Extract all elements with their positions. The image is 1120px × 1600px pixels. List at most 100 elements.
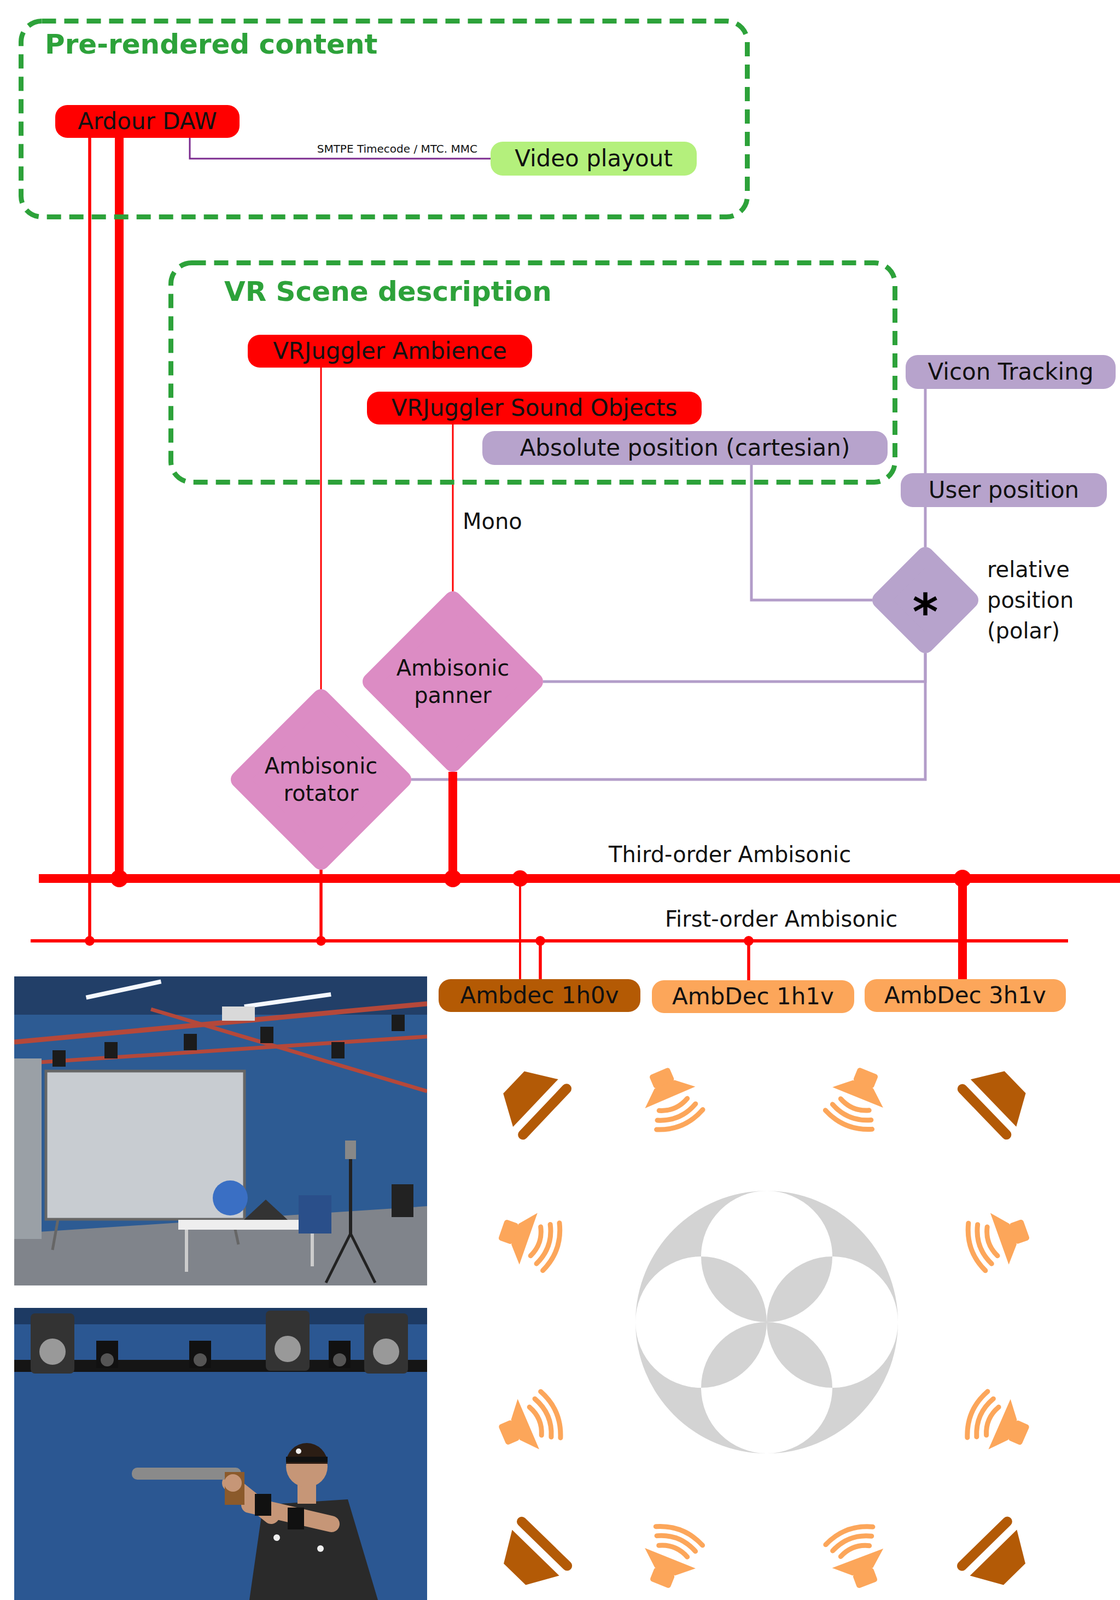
position-box: User position — [900, 473, 1107, 507]
box-label: VRJuggler Sound Objects — [391, 394, 678, 422]
table-leg — [310, 1229, 314, 1267]
junction-dot — [743, 935, 754, 946]
tripod — [350, 1233, 376, 1283]
signal-line — [119, 137, 963, 979]
ball-chair — [212, 1180, 248, 1216]
bus-label: Third-order Ambisonic — [608, 841, 851, 868]
speaker-icon — [961, 1520, 1038, 1597]
speaker-icon — [961, 1203, 1036, 1275]
armband — [287, 1507, 305, 1530]
tracking-camera — [96, 1340, 119, 1368]
bus-label: First-order Ambisonic — [665, 905, 898, 932]
process-diamond: Ambisonic rotator — [230, 689, 412, 870]
decoder-box: AmbDec 3h1v — [864, 978, 1066, 1012]
junction-dot — [84, 935, 95, 946]
tracking-camera — [328, 1340, 351, 1368]
decoder-box: AmbDec 1h1v — [651, 980, 855, 1013]
box-label: AmbDec 3h1v — [884, 981, 1047, 1009]
signal-line — [751, 464, 873, 600]
signal-line — [543, 652, 926, 682]
box-label: Vicon Tracking — [927, 358, 1094, 386]
speaker-icon — [491, 1058, 568, 1136]
box-label: AmbDec 1h1v — [672, 982, 834, 1011]
camera-lens — [100, 1352, 114, 1367]
wall — [14, 976, 428, 1286]
table-leg — [184, 1229, 189, 1272]
ambisonic-pattern — [635, 1190, 898, 1454]
ceiling-speaker — [260, 1026, 274, 1043]
diamond-fill — [881, 555, 970, 645]
ceiling-speaker — [183, 1033, 197, 1050]
lab-photo — [14, 976, 428, 1286]
speaker — [364, 1313, 408, 1374]
side-note: relative position (polar) — [987, 553, 1113, 646]
junction-dot — [444, 869, 462, 888]
tripod — [325, 1233, 351, 1283]
ceiling-speaker — [52, 1050, 66, 1067]
signal-line — [189, 137, 491, 159]
speaker-icon — [491, 1386, 568, 1461]
group-title: Pre-rendered content — [44, 28, 750, 61]
box-label: VRJuggler Ambience — [272, 337, 507, 365]
box-label: User position — [928, 476, 1079, 504]
junction-dot — [535, 935, 546, 946]
speaker-rail — [14, 1003, 428, 1042]
junction-dot — [110, 869, 128, 888]
diamond-fill — [371, 599, 535, 763]
chair — [298, 1194, 332, 1234]
laptop — [243, 1199, 288, 1220]
signal-line — [924, 388, 927, 474]
tracking-box: Vicon Tracking — [905, 354, 1116, 389]
video-box: Video playout — [490, 141, 697, 176]
tracking-marker — [295, 1448, 302, 1454]
diamond-label: Ambisonic panner — [384, 654, 522, 709]
signal-line — [452, 424, 454, 592]
ceiling-speaker — [331, 1041, 345, 1059]
ceiling-light — [243, 992, 332, 1009]
group-box: Pre-rendered contentArdour DAW Video play… — [18, 18, 750, 220]
tracking-marker — [317, 1544, 324, 1552]
screen-leg — [52, 1218, 58, 1250]
camera-lens — [193, 1352, 207, 1367]
user-photo — [14, 1307, 428, 1600]
speaker-icon — [492, 1203, 567, 1275]
equipment-rack — [14, 1058, 42, 1239]
speaker-icon — [634, 1519, 708, 1595]
signal-label: Mono — [462, 508, 523, 534]
wall — [14, 1307, 428, 1600]
diamond-fill — [239, 697, 403, 861]
diamond-label: Ambisonic rotator — [252, 751, 390, 807]
speaker — [265, 1310, 310, 1371]
ceiling-speaker — [391, 1014, 405, 1031]
position-box: Absolute position (cartesian) — [482, 430, 888, 465]
person-hair — [286, 1442, 328, 1464]
signal-line — [452, 771, 963, 979]
floor-speaker — [391, 1183, 414, 1217]
speaker-icon — [633, 1060, 708, 1136]
speaker-cone — [39, 1338, 66, 1365]
source-box: VRJuggler Ambience — [247, 334, 533, 368]
tripod — [348, 1156, 353, 1234]
microphone — [345, 1140, 357, 1159]
diamond-shape — [362, 591, 544, 772]
speaker-icon — [491, 1520, 568, 1597]
speaker-icon — [961, 1058, 1038, 1136]
camera-lens — [333, 1352, 347, 1367]
box-label: Ardour DAW — [77, 107, 217, 136]
signal-line — [924, 506, 927, 547]
headband — [286, 1456, 328, 1462]
gun-grip — [224, 1471, 245, 1505]
speaker-cone — [274, 1335, 301, 1362]
source-box: Ardour DAW — [55, 105, 240, 138]
projector — [222, 1006, 255, 1021]
person-hand — [224, 1473, 242, 1492]
ceiling-light — [85, 979, 162, 1000]
junction-dot — [316, 935, 326, 946]
box-label: Video playout — [514, 144, 673, 173]
process-diamond: Ambisonic panner — [362, 591, 544, 772]
speaker-icon — [821, 1520, 894, 1595]
speaker-icon — [820, 1060, 894, 1136]
box-label: Absolute position (cartesian) — [520, 434, 851, 462]
box-label: Ambdec 1h0v — [459, 981, 619, 1009]
